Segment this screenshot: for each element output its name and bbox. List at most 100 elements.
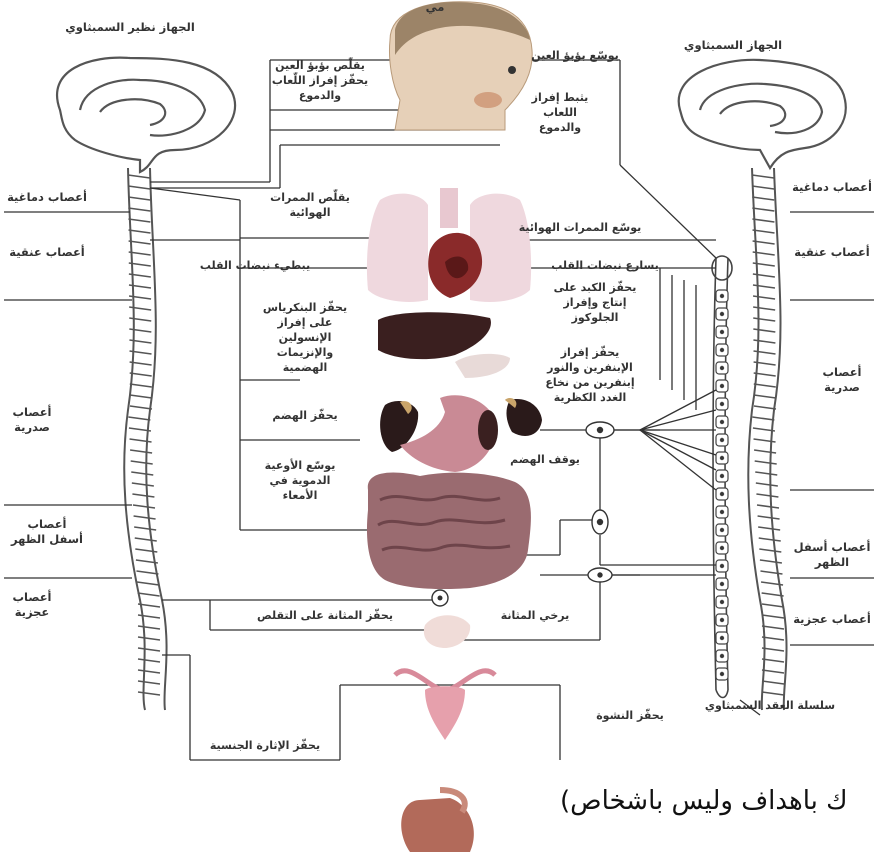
spine-segment bbox=[129, 307, 151, 310]
uterus bbox=[395, 671, 495, 740]
spine-segment bbox=[133, 505, 155, 508]
para-vessels-effect: يوسّع الأوعية الدموية في الأمعاء bbox=[250, 458, 350, 503]
symp-bladder-effect: يرخي المثانة bbox=[480, 608, 590, 623]
symp-saliva-effect: يثبط إفراز اللعاب والدموع bbox=[510, 90, 610, 135]
left-cervical-nerves: أعصاب عنقية bbox=[2, 245, 92, 260]
spine-segment bbox=[758, 527, 780, 530]
chain-ganglion-dot bbox=[720, 312, 723, 315]
spine-segment bbox=[762, 692, 784, 695]
spine-segment bbox=[753, 307, 775, 310]
chain-ganglion-dot bbox=[720, 654, 723, 657]
spine-segment bbox=[754, 450, 776, 453]
spine-segment bbox=[760, 560, 782, 563]
spine-segment bbox=[756, 483, 778, 486]
left-spine-segments bbox=[128, 175, 160, 695]
right-brain bbox=[679, 60, 846, 168]
spine-segment bbox=[762, 604, 784, 607]
spine-segment bbox=[754, 384, 776, 387]
left-sacral-nerves: أعصاب عجزية bbox=[2, 590, 62, 620]
spine-segment bbox=[755, 461, 777, 464]
spine-segment bbox=[138, 593, 160, 596]
sympathetic-chain-label: سلسلة العقد السمبثاوي bbox=[700, 698, 840, 713]
chain-ganglion-dot bbox=[720, 510, 723, 513]
left-brain bbox=[57, 58, 235, 172]
left-lumbar-nerves: أعصاب أسفل الظهر bbox=[2, 517, 92, 547]
para-airways-effect: يقلّص الممرات الهوائية bbox=[245, 190, 375, 220]
spine-segment bbox=[132, 483, 154, 486]
chain-ganglion-dot bbox=[720, 492, 723, 495]
spine-segment bbox=[138, 670, 160, 673]
left-cranial-nerves: أعصاب دماغية bbox=[2, 190, 92, 205]
chain-ganglion-dot bbox=[720, 582, 723, 585]
spine-segment bbox=[752, 186, 774, 189]
overlay-text: ك باهداف وليس باشخاص) bbox=[560, 786, 848, 816]
spine-segment bbox=[134, 527, 156, 530]
spine-segment bbox=[134, 516, 156, 519]
spine-segment bbox=[753, 329, 775, 332]
symp-airways-effect: يوسّع الممرات الهوائية bbox=[505, 220, 655, 235]
spine-segment bbox=[138, 692, 160, 695]
right-sacral-nerves: أعصاب عجزية bbox=[790, 612, 874, 627]
chain-ganglion-dot bbox=[720, 618, 723, 621]
spine-segment bbox=[762, 670, 784, 673]
spine-segment bbox=[752, 197, 774, 200]
spine-segment bbox=[129, 318, 151, 321]
spine-segment bbox=[752, 175, 774, 178]
chain-ganglion-dot bbox=[720, 474, 723, 477]
spine-segment bbox=[138, 626, 160, 629]
spine-segment bbox=[137, 582, 159, 585]
left-system-title: الجهاز نظير السمبثاوي bbox=[30, 20, 230, 35]
spine-segment bbox=[136, 571, 158, 574]
spine-segment bbox=[130, 384, 152, 387]
para-eye-effect: يقلّص بؤبؤ العين يحفّز إفراز اللّعاب وال… bbox=[255, 58, 385, 103]
chain-ganglion-dot bbox=[720, 294, 723, 297]
spine-segment bbox=[758, 516, 780, 519]
symp-eye-effect: يوسّع بؤبؤ العين bbox=[510, 48, 640, 63]
chain-ganglion-dot bbox=[720, 366, 723, 369]
spine-segment bbox=[128, 417, 150, 420]
spine-segment bbox=[138, 659, 160, 662]
symp-liver-effect: يحفّز الكبد على إنتاج وإفراز الجلوكوز bbox=[530, 280, 660, 325]
chain-ganglion-dot bbox=[720, 672, 723, 675]
para-heart-effect: يبطيء نبضات القلب bbox=[180, 258, 330, 273]
spine-segment bbox=[762, 626, 784, 629]
spine-segment bbox=[753, 340, 775, 343]
spine-segment bbox=[135, 538, 157, 541]
spine-segment bbox=[128, 208, 150, 211]
spine-segment bbox=[130, 395, 152, 398]
lungs-heart bbox=[367, 188, 531, 302]
spine-segment bbox=[129, 329, 151, 332]
spine-segment bbox=[138, 615, 160, 618]
spine-segment bbox=[755, 472, 777, 475]
chain-ganglion-dot bbox=[720, 636, 723, 639]
spine-segment bbox=[754, 395, 776, 398]
spine-segment bbox=[130, 439, 152, 442]
parasympathetic-pathways bbox=[150, 60, 560, 760]
spine-segment bbox=[756, 494, 778, 497]
spine-segment bbox=[130, 406, 152, 409]
spine-segment bbox=[753, 296, 775, 299]
spine-segment bbox=[128, 197, 150, 200]
para-genital-effect: يحفّز الإثارة الجنسية bbox=[195, 738, 335, 753]
right-cranial-nerves: أعصاب دماغية bbox=[790, 180, 874, 195]
right-system-title: الجهاز السمبثاوي bbox=[668, 38, 798, 53]
spine-segment bbox=[128, 186, 150, 189]
spine-segment bbox=[762, 681, 784, 684]
chain-ganglia bbox=[716, 290, 728, 680]
chain-ganglion-dot bbox=[720, 600, 723, 603]
spine-segment bbox=[754, 406, 776, 409]
left-thoracic-nerves: أعصاب صدرية bbox=[2, 405, 62, 435]
symp-heart-effect: يسارع نبضات القلب bbox=[540, 258, 670, 273]
symp-orgasm-effect: يحفّز النشوة bbox=[580, 708, 680, 723]
spine-segment bbox=[129, 230, 151, 233]
spine-segment bbox=[135, 549, 157, 552]
spine-segment bbox=[760, 571, 782, 574]
right-lumbar-nerves: أعصاب أسفل الظهر bbox=[790, 540, 874, 570]
top-banner-fragment: مي bbox=[380, 0, 490, 15]
spine-segment bbox=[762, 659, 784, 662]
bladder bbox=[424, 615, 470, 648]
chain-ganglion-dot bbox=[720, 564, 723, 567]
spine-segment bbox=[752, 417, 774, 420]
chain-ganglion-dot bbox=[720, 528, 723, 531]
spine-segment bbox=[131, 461, 153, 464]
